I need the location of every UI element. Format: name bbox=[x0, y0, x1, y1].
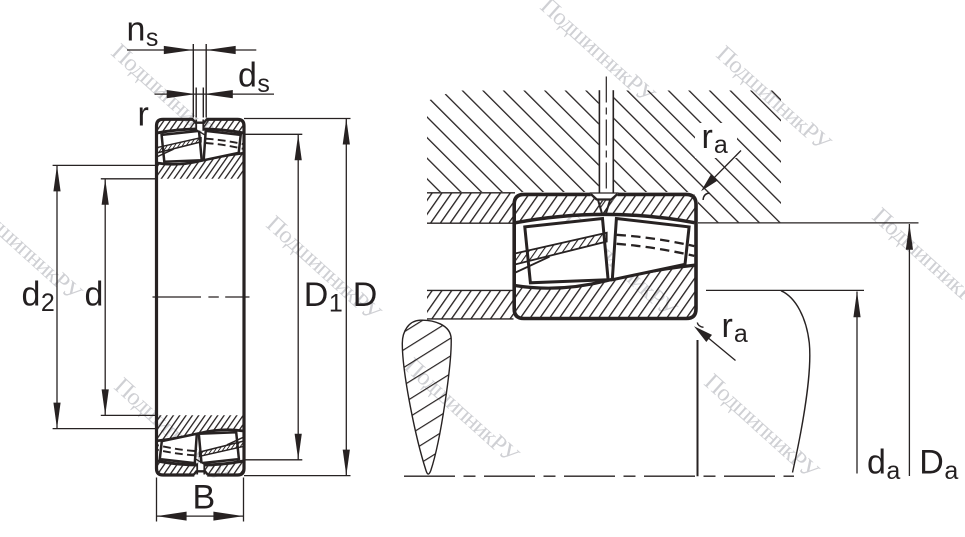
svg-text:ds: ds bbox=[238, 57, 270, 99]
svg-text:ПодшипникРУ: ПодшипникРУ bbox=[867, 203, 965, 319]
svg-text:d: d bbox=[85, 276, 104, 314]
svg-text:B: B bbox=[193, 478, 216, 516]
svg-text:Da: Da bbox=[919, 444, 958, 486]
svg-text:r: r bbox=[138, 96, 149, 134]
svg-text:ra: ra bbox=[722, 307, 748, 348]
svg-text:ns: ns bbox=[127, 11, 159, 53]
svg-text:ПодшипникРУ: ПодшипникРУ bbox=[699, 369, 823, 485]
svg-text:D: D bbox=[353, 276, 378, 314]
svg-text:da: da bbox=[867, 444, 900, 486]
